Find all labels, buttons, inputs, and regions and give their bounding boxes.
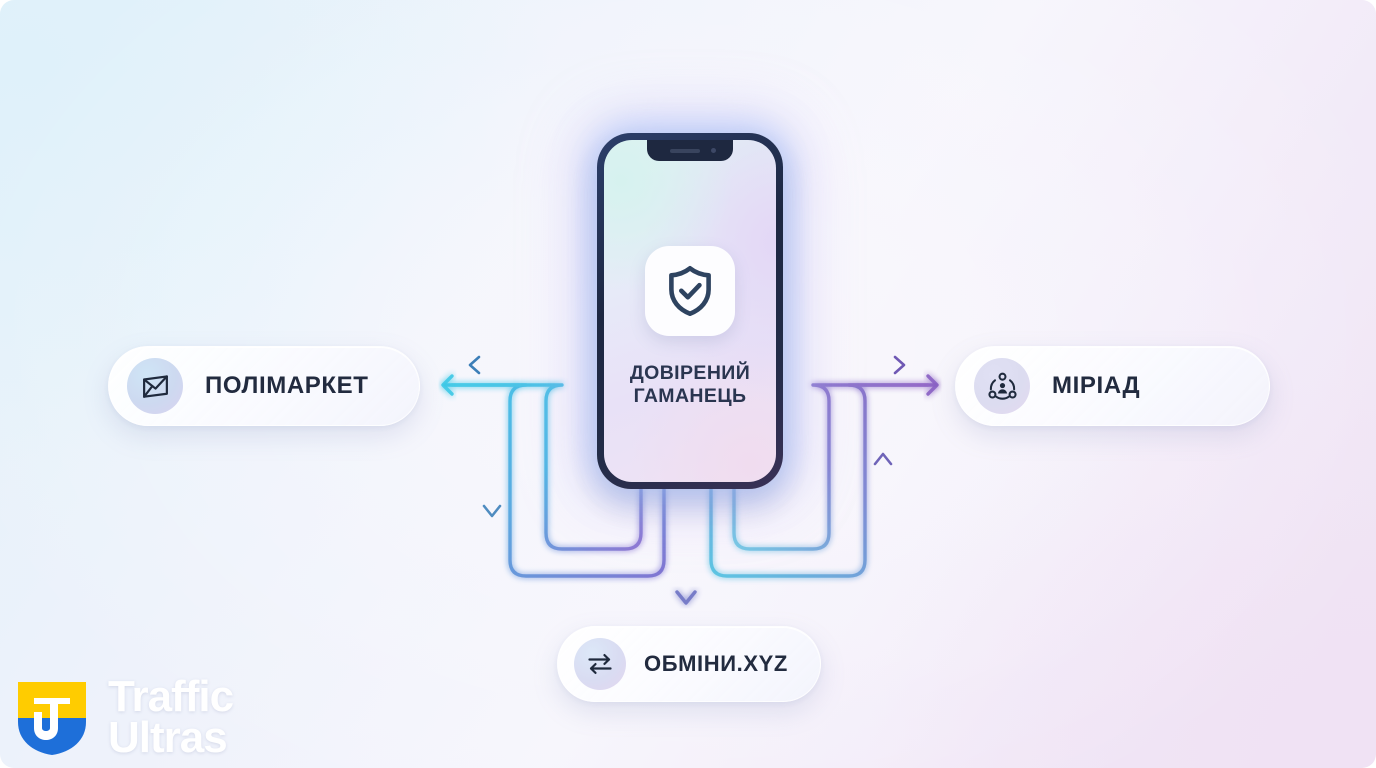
connector-left-outer xyxy=(443,383,666,578)
node-icon-badge-right xyxy=(974,358,1030,414)
node-card-myriad[interactable]: МІРІАД xyxy=(955,346,1270,426)
brand-line2: Ultras xyxy=(108,712,228,762)
node-label-left: ПОЛІМАРКЕТ xyxy=(205,372,369,399)
indicator-arrowhead-right xyxy=(893,355,906,375)
connector-right-inner xyxy=(732,383,930,551)
traffic-ultras-mark-icon xyxy=(18,681,86,755)
node-icon-badge-bottom xyxy=(574,638,626,690)
indicator-arrowhead-left xyxy=(468,355,481,375)
brand-wordmark: Traffic Ultras xyxy=(108,672,234,762)
indicator-arrowhead-up-right xyxy=(873,452,893,466)
network-people-icon xyxy=(987,372,1017,400)
connector-arrowhead-left xyxy=(441,374,454,396)
connector-right-outer xyxy=(709,383,938,578)
phone-screen: ДОВІРЕНИЙ ГАМАНЕЦЬ xyxy=(604,140,776,482)
app-icon-tile xyxy=(645,246,735,336)
phone-title-line1: ДОВІРЕНИЙ xyxy=(629,362,751,384)
brand-logo: Traffic Ultras xyxy=(14,672,234,762)
mail-envelope-icon xyxy=(142,374,168,398)
node-label-bottom: ОБМІНИ.XYZ xyxy=(644,651,788,676)
earpiece-speaker xyxy=(670,149,700,153)
phone-mockup: ДОВІРЕНИЙ ГАМАНЕЦЬ xyxy=(597,133,783,489)
connector-arrowhead-center xyxy=(675,590,697,605)
node-card-exchanges[interactable]: ОБМІНИ.XYZ xyxy=(557,626,821,702)
node-label-right: МІРІАД xyxy=(1052,372,1141,399)
node-card-polimarket[interactable]: ПОЛІМАРКЕТ xyxy=(108,346,420,426)
indicator-arrowhead-down-left xyxy=(482,504,502,518)
shield-check-icon xyxy=(669,265,711,317)
node-icon-badge-left xyxy=(127,358,183,414)
swap-arrows-icon xyxy=(588,654,612,674)
brand-line1: Traffic xyxy=(108,672,234,722)
phone-notch xyxy=(647,140,733,161)
front-camera-icon xyxy=(711,148,716,153)
phone-title-line2: ГАМАНЕЦЬ xyxy=(633,385,747,407)
phone-title: ДОВІРЕНИЙ ГАМАНЕЦЬ xyxy=(604,362,776,408)
connector-left-inner xyxy=(450,383,643,551)
tu-monogram-icon xyxy=(34,697,70,740)
connector-arrowhead-right xyxy=(926,374,939,396)
